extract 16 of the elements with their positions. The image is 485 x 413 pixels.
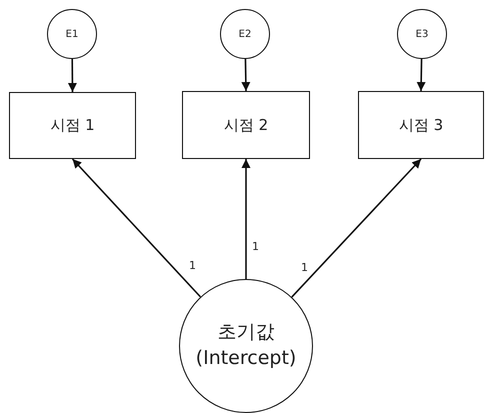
variable-box: 시점 1 [9, 92, 136, 159]
variable-circle: E3 [397, 9, 447, 59]
variable-circle: E1 [47, 9, 97, 59]
arrow [242, 159, 250, 279]
edge-label: 1 [251, 241, 260, 253]
arrow [416, 58, 426, 92]
edge-label: 1 [300, 262, 309, 274]
edge-label: 1 [188, 260, 197, 272]
arrow [291, 158, 422, 298]
variable-circle: E2 [220, 9, 270, 59]
variable-box: 시점 3 [358, 91, 484, 159]
variable-circle: 초기값 (Intercept) [179, 279, 313, 413]
variable-box: 시점 2 [182, 91, 310, 159]
arrow [72, 158, 202, 298]
arrow [241, 58, 250, 92]
arrow [68, 59, 77, 92]
